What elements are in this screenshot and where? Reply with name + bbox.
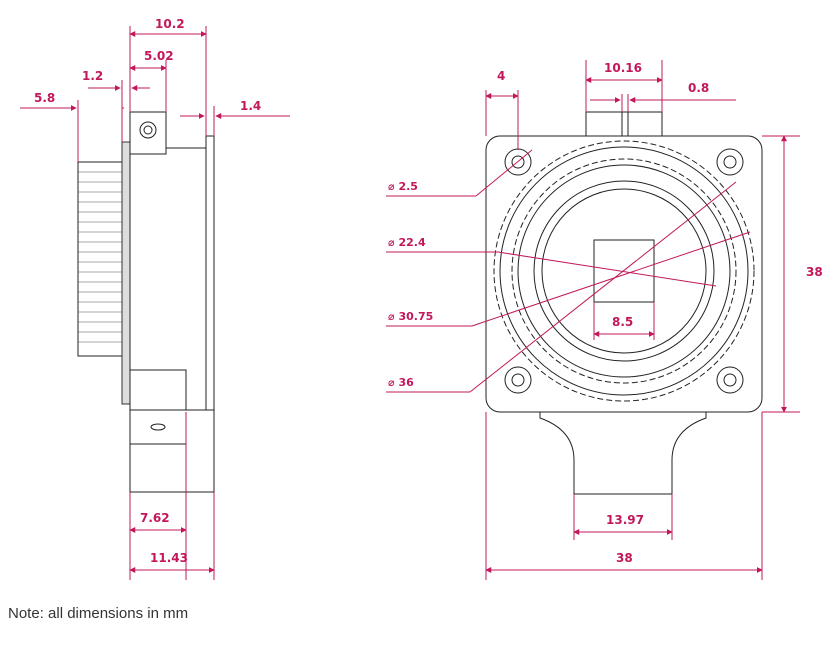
- dim-7-62-label: 7.62: [140, 511, 170, 525]
- dim-4-label: 4: [497, 69, 505, 83]
- bottom-mount-lower: [129, 409, 215, 493]
- dim-0-8-label: 0.8: [688, 81, 709, 95]
- dim-10-16-label: 10.16: [604, 61, 642, 75]
- sensor-board: [205, 135, 215, 411]
- bottom-screw-hole: [150, 423, 166, 431]
- dim-height-38-label: 38: [806, 265, 823, 279]
- dim-8-5-label: 8.5: [612, 315, 633, 329]
- lens-serrated-edge: [121, 141, 131, 405]
- dim-13-97-label: 13.97: [606, 513, 644, 527]
- dim-5-02-label: 5.02: [144, 49, 174, 63]
- dim-dia-2-5-label: ⌀ 2.5: [388, 180, 418, 193]
- dim-11-43-label: 11.43: [150, 551, 188, 565]
- dim-5-8-label: 5.8: [34, 91, 55, 105]
- bottom-mount-upper: [129, 369, 187, 413]
- dim-width-38-label: 38: [616, 551, 633, 565]
- dim-dia-22-4-label: ⌀ 22.4: [388, 236, 426, 249]
- dim-1-4-label: 1.4: [240, 99, 261, 113]
- dim-dia-30-75-label: ⌀ 30.75: [388, 310, 433, 323]
- side-view-dimensions: [20, 26, 290, 580]
- bottom-stem: [539, 399, 707, 495]
- dim-1-2-label: 1.2: [82, 69, 103, 83]
- front-view-dimensions: [386, 60, 800, 580]
- technical-drawing: 10.2 5.02 1.2 5.8 1.4 7.62 11.43: [20, 17, 823, 580]
- front-view: [485, 111, 763, 495]
- side-view: [77, 111, 215, 493]
- units-note: Note: all dimensions in mm: [8, 605, 189, 622]
- dim-dia-36-label: ⌀ 36: [388, 376, 414, 389]
- mount-body: [129, 147, 207, 411]
- lens-ribbed-ring: [77, 161, 123, 357]
- dim-10-2-label: 10.2: [155, 17, 185, 31]
- lens-ribs: [78, 171, 122, 343]
